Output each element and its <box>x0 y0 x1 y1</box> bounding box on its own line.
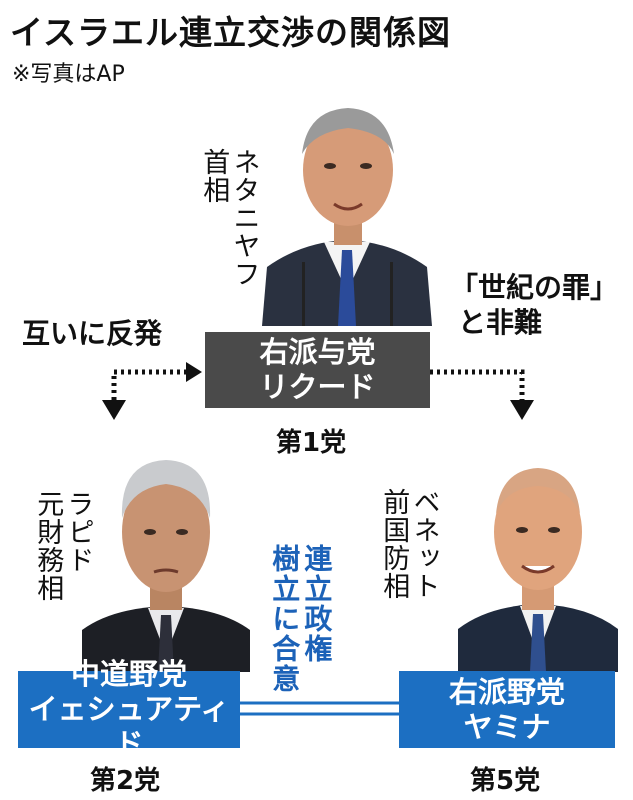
yesh-atid-rank: 第2党 <box>90 766 161 796</box>
lapid-portrait-illustration <box>82 440 250 672</box>
bennett-portrait-illustration <box>458 444 618 672</box>
coalition-agreement-text: 連立政権 樹立に合意 <box>268 544 334 694</box>
yamina-rank: 第5党 <box>470 766 541 796</box>
lapid-photo <box>82 440 250 672</box>
mutual-opposition-label: 互いに反発 <box>22 317 163 350</box>
right-dotted-connector <box>430 369 525 400</box>
yesh-atid-box: 中道野党 イェシュアティド <box>18 657 240 761</box>
bennett-role: 前国防相 <box>378 488 410 600</box>
yamina-box: 右派野党 ヤミナ <box>399 671 615 748</box>
likud-rank: 第1党 <box>276 428 347 458</box>
coalition-text-col1: 連立政権 <box>300 544 334 664</box>
lapid-name: ラピド <box>62 490 94 574</box>
criticism-quote: 「世紀の罪」 <box>450 271 619 304</box>
yamina-name: ヤミナ <box>463 709 551 744</box>
netanyahu-role: 首相 <box>198 148 230 204</box>
arrow-head-to-yamina <box>510 400 534 420</box>
lapid-role: 元財務相 <box>32 490 64 602</box>
netanyahu-photo <box>262 92 432 326</box>
netanyahu-name: ネタニヤフ <box>228 148 260 288</box>
netanyahu-portrait-illustration <box>262 92 432 326</box>
bennett-name: ベネット <box>408 488 440 600</box>
criticism-text: と非難 <box>458 306 543 339</box>
yamina-type: 右派野党 <box>448 674 565 709</box>
yesh-atid-name: イェシュアティド <box>28 692 230 761</box>
arrow-head-to-likud <box>186 362 202 382</box>
yesh-atid-type: 中道野党 <box>70 657 187 692</box>
likud-box: 右派与党 リクード <box>205 332 430 408</box>
diagram-title: イスラエル連立交渉の関係図 <box>10 13 452 52</box>
lapid-caption: ラピド 元財務相 <box>32 490 94 602</box>
criticism-label: 「世紀の罪」 と非難 <box>450 270 618 340</box>
left-dotted-connector <box>111 369 186 400</box>
photo-credit-note: ※写真はAP <box>12 62 125 87</box>
likud-name: リクード <box>259 370 376 404</box>
coalition-double-line <box>240 701 399 716</box>
bennett-caption: ベネット 前国防相 <box>378 488 440 600</box>
likud-type: 右派与党 <box>259 335 376 370</box>
arrow-head-to-yesh-atid <box>102 400 126 420</box>
netanyahu-caption: ネタニヤフ 首相 <box>198 148 260 288</box>
bennett-photo <box>458 444 618 672</box>
coalition-text-col2: 樹立に合意 <box>268 544 302 694</box>
